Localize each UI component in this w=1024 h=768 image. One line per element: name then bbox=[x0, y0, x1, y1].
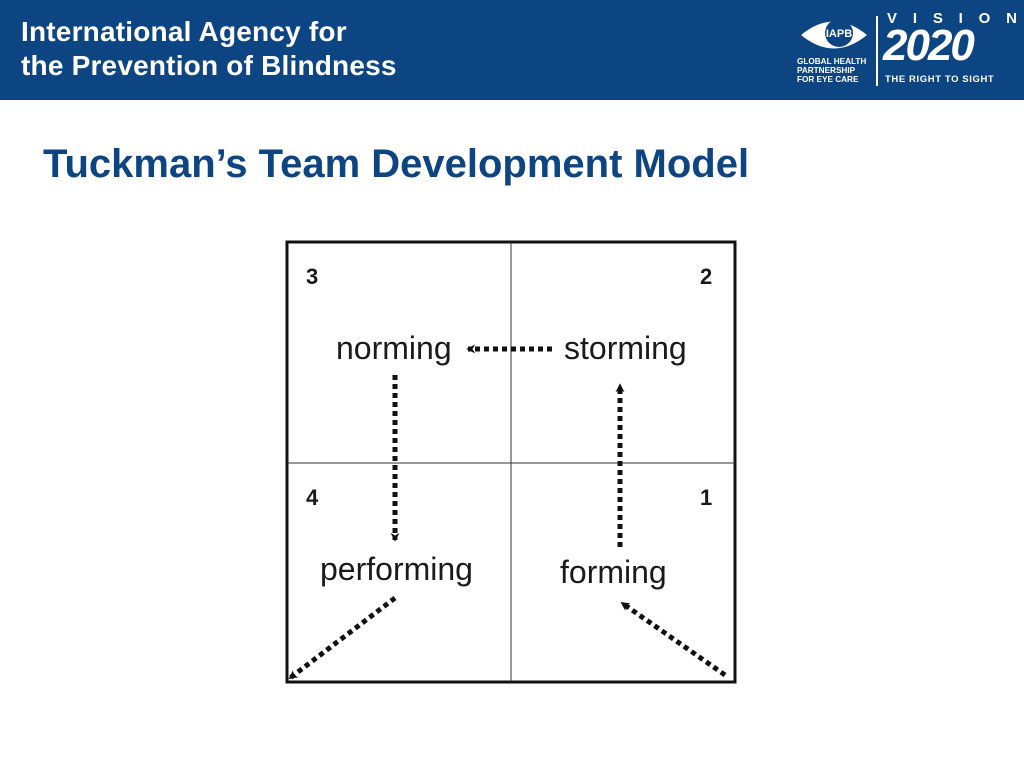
vision-letter: O bbox=[978, 10, 991, 27]
vision-word: V I S I O N bbox=[887, 10, 1017, 27]
arrow-into-forming bbox=[620, 600, 727, 678]
iapb-tag-line-1: GLOBAL HEALTH bbox=[797, 57, 867, 66]
iapb-logo: IAPB GLOBAL HEALTH PARTNERSHIP FOR EYE C… bbox=[795, 12, 875, 87]
slide-title: Tuckman’s Team Development Model bbox=[43, 142, 750, 186]
quadrant-number-2: 2 bbox=[700, 264, 712, 289]
vision-letter: I bbox=[912, 10, 917, 27]
org-name-line-2: the Prevention of Blindness bbox=[21, 50, 397, 81]
iapb-tag-line-2: PARTNERSHIP bbox=[797, 66, 856, 75]
vision-letter: S bbox=[932, 10, 943, 27]
header-banner: International Agency for the Prevention … bbox=[0, 0, 1024, 100]
iapb-mark-text: IAPB bbox=[826, 28, 852, 40]
stage-label-forming: forming bbox=[560, 554, 667, 590]
stage-label-performing: performing bbox=[320, 551, 473, 587]
vision-letter: I bbox=[958, 10, 963, 27]
quadrant-number-4: 4 bbox=[306, 485, 319, 510]
partner-logos: IAPB GLOBAL HEALTH PARTNERSHIP FOR EYE C… bbox=[795, 10, 1020, 90]
iapb-tagline: GLOBAL HEALTH PARTNERSHIP FOR EYE CARE bbox=[797, 57, 866, 84]
iapb-tag-line-3: FOR EYE CARE bbox=[797, 75, 859, 84]
vision-letter: V bbox=[887, 10, 898, 27]
logo-divider bbox=[876, 16, 878, 86]
vision-year: 2020 bbox=[883, 21, 975, 70]
vision-tagline: THE RIGHT TO SIGHT bbox=[885, 74, 995, 85]
stage-label-storming: storming bbox=[564, 330, 687, 366]
eye-icon: IAPB bbox=[801, 19, 867, 49]
org-name-line-1: International Agency for bbox=[21, 16, 347, 47]
quadrant-number-1: 1 bbox=[700, 485, 712, 510]
organization-name: International Agency for the Prevention … bbox=[21, 15, 397, 83]
vision-2020-logo: V I S I O N 2020 THE RIGHT TO SIGHT bbox=[883, 10, 1019, 90]
stage-label-norming: norming bbox=[336, 330, 452, 366]
arrow-performing-out bbox=[288, 596, 397, 680]
quadrant-number-3: 3 bbox=[306, 264, 318, 289]
team-development-diagram: 3 2 4 1 norming storming performing form… bbox=[280, 235, 740, 690]
diagram-svg: 3 2 4 1 norming storming performing form… bbox=[285, 240, 737, 684]
vision-letter: N bbox=[1006, 10, 1017, 27]
